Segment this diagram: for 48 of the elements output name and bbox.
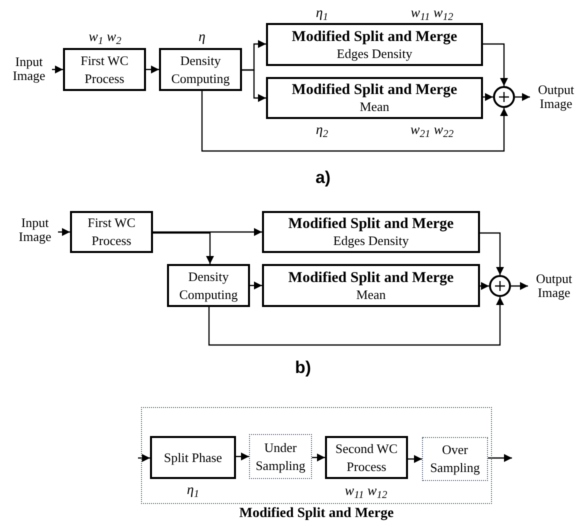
io-label: Input Image <box>12 216 58 244</box>
arrow <box>488 454 512 462</box>
process-box: Second WC Process <box>325 436 408 479</box>
arrow <box>201 91 508 152</box>
process-box: First WC Process <box>70 211 153 253</box>
parameter-label: w$_{11}$ w$_{12}$ <box>410 6 454 22</box>
parameter-label: η$_{1}$ <box>186 483 200 499</box>
process-box: Over Sampling <box>422 437 488 481</box>
arrow <box>511 282 528 290</box>
process-box: Split Phase <box>150 436 236 479</box>
process-box: Under Sampling <box>249 434 312 479</box>
arrow <box>242 69 266 102</box>
parameter-label: w$_{21}$ w$_{22}$ <box>410 123 454 139</box>
arrow <box>52 66 63 74</box>
subfigure-label: a) <box>315 169 331 187</box>
parameter-label: w$_{1}$ w$_{2}$ <box>88 30 122 46</box>
arrow <box>153 232 214 264</box>
arrow <box>146 66 159 74</box>
process-box: Density Computing <box>159 48 242 91</box>
arrow <box>208 297 504 346</box>
process-box: Modified Split and Merge Edges Density <box>262 211 480 253</box>
parameter-label: η$_{2}$ <box>316 123 328 139</box>
summing-junction <box>489 275 511 297</box>
arrow <box>480 282 489 290</box>
process-box: Modified Split and Merge Edges Density <box>266 23 483 66</box>
arrow <box>236 452 249 460</box>
io-label: Input Image <box>6 55 52 83</box>
io-label: Output Image <box>530 83 582 111</box>
arrow <box>480 232 504 275</box>
parameter-label: η <box>198 30 206 46</box>
arrow <box>483 93 493 101</box>
process-box: Modified Split and Merge Mean <box>266 77 483 119</box>
process-box: Modified Split and Merge Mean <box>262 264 480 307</box>
io-label: Output Image <box>528 272 580 300</box>
arrow <box>408 455 422 463</box>
arrow <box>138 454 150 462</box>
summing-junction <box>493 86 515 108</box>
process-box: Density Computing <box>167 264 250 307</box>
arrow <box>312 454 325 462</box>
subfigure-label: b) <box>294 359 312 377</box>
arrow <box>153 228 262 236</box>
arrow <box>250 282 262 290</box>
process-box: First WC Process <box>63 48 146 91</box>
arrow <box>483 43 508 86</box>
parameter-label: w$_{11}$ w$_{12}$ <box>344 484 388 500</box>
parameter-label: η$_{1}$ <box>316 6 328 22</box>
arrow <box>58 228 70 236</box>
arrow <box>515 93 530 101</box>
